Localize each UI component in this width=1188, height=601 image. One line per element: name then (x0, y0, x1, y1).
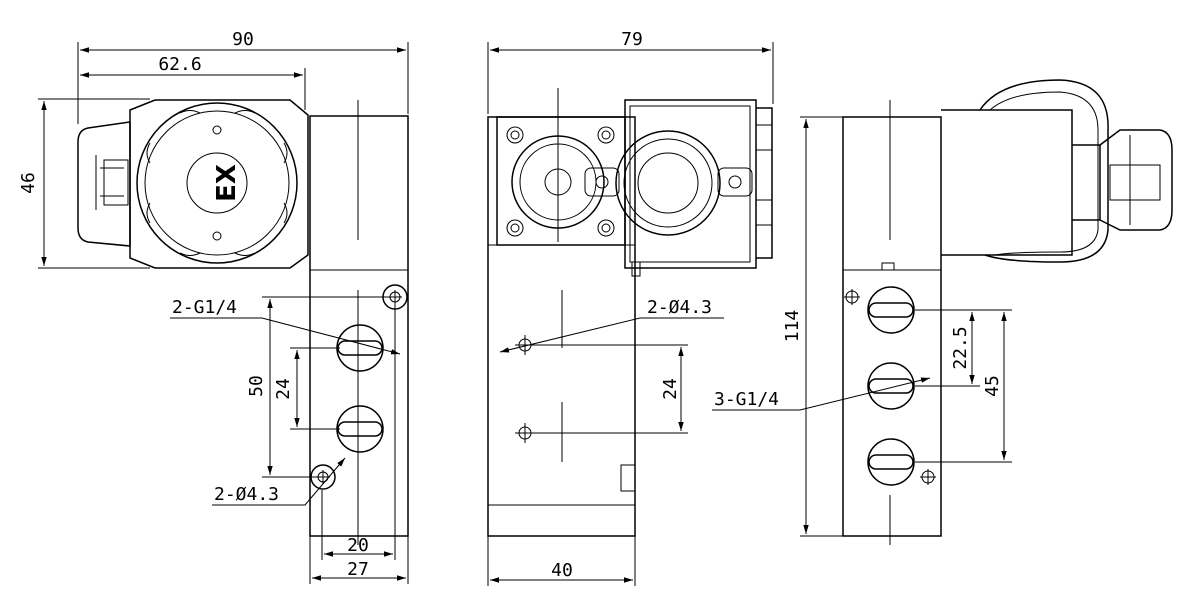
dim-22-5-label: 22.5 (950, 326, 971, 369)
left-coil-housing (77, 99, 309, 269)
dim-114-label: 114 (782, 310, 803, 343)
dim-24-middle-label: 24 (660, 378, 681, 400)
dim-46-label: 46 (18, 172, 39, 194)
dim-62-6-label: 62.6 (158, 54, 201, 75)
right-hole-lower (920, 469, 936, 485)
right-port-top (867, 286, 915, 334)
callout-middle-holes-label: 2-Ø4.3 (647, 297, 712, 318)
dim-79-label: 79 (621, 29, 643, 50)
dim-90-label: 90 (232, 29, 254, 50)
dim-40-label: 40 (551, 560, 573, 581)
right-port-middle (867, 362, 915, 410)
ex-mark: EX (212, 164, 242, 202)
left-valve-body (309, 115, 409, 537)
callout-ports-leader (170, 317, 401, 355)
left-port-lower (336, 405, 384, 453)
middle-coil-connector (584, 99, 773, 277)
callout-holes-label: 2-Ø4.3 (214, 484, 279, 505)
dim-24-left-label: 24 (273, 378, 294, 400)
dim-27-label: 27 (347, 559, 369, 580)
callout-ports-label: 2-G1/4 (172, 297, 237, 318)
right-hole-upper (844, 289, 860, 305)
dim-45-label: 45 (982, 375, 1003, 397)
callout-right-ports-label: 3-G1/4 (714, 389, 779, 410)
callout-right-ports-leader (712, 377, 931, 411)
right-coil-side (941, 79, 1173, 263)
callout-middle-holes-leader (499, 317, 724, 353)
middle-view: 79 2-Ø4.3 24 40 (487, 29, 774, 586)
callout-holes-leader (212, 457, 346, 506)
left-view: EX 90 62.6 46 (18, 29, 409, 584)
dim-20-label: 20 (347, 535, 369, 556)
dim-50-label: 50 (246, 375, 267, 397)
right-valve-body (842, 116, 942, 537)
right-port-bottom (867, 438, 915, 486)
right-view: 114 22.5 45 3-G1/4 (712, 79, 1173, 545)
